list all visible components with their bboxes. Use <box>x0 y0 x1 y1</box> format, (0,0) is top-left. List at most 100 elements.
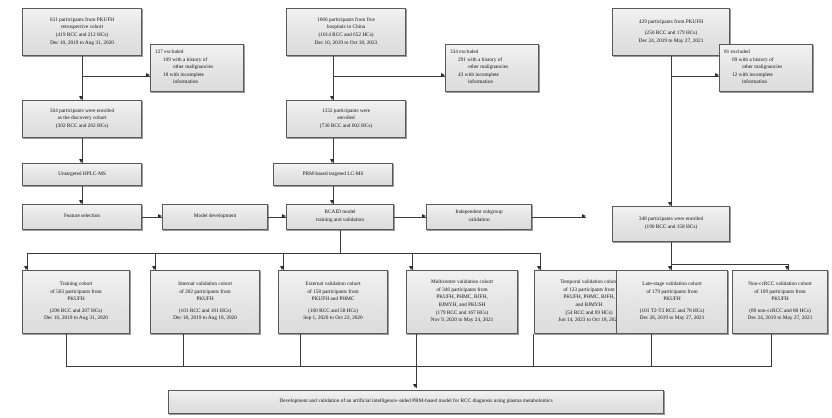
rcaid-model-box: RCAID model training and validation <box>286 204 394 230</box>
connector-subgroup-source-down <box>671 56 672 206</box>
arrow-validation-to-enrolled <box>330 96 335 100</box>
subgroup-source-line1: 429 participants from PKUFH <box>638 18 704 25</box>
arrow-validation-to-assay <box>330 159 335 163</box>
validation-source-line2: hospitals in China <box>326 24 366 31</box>
cohort-external-line2: of 158 participants from <box>307 288 359 295</box>
arrow-assay-to-feature <box>79 200 84 204</box>
cohort-nonccrcc-line1: Non-ccRCC validation cohort <box>748 281 812 288</box>
arrow-to-internal-cohort <box>152 266 157 270</box>
rcaid-model-line2: training and validation <box>316 217 364 223</box>
merge-stem-external <box>300 334 301 366</box>
bus1-drop-temporal <box>540 253 541 270</box>
bus1-drop-multicentre <box>412 253 413 270</box>
subgroup-source-line2: (250 RCC and 179 HCs) <box>644 30 698 37</box>
cohort-box-external-validation: External validation cohort of 158 partic… <box>278 270 388 334</box>
connector-discovery-to-excluded <box>82 76 150 77</box>
discovery-assay-box: Untargeted HPLC-MS <box>22 163 142 186</box>
validation-assay-box: PRM-based targeted LC-MS <box>273 163 393 186</box>
arrow-model-to-rcaid <box>282 214 286 219</box>
arrow-subgroup-excluded <box>715 73 719 78</box>
cohort-external-counts: (100 RCC and 58 HCs) <box>308 307 358 314</box>
cohort-multicentre-line2: of 346 participants from <box>436 286 488 293</box>
model-development-label: Model development <box>193 213 237 220</box>
arrow-discovery-to-assay <box>79 159 84 163</box>
cohort-latestage-line3: PKUFH <box>663 296 681 303</box>
bus1-drop-internal <box>155 253 156 270</box>
connector-subgroup-to-enrolled348 <box>532 217 586 218</box>
connector-rcaid-to-subgroup <box>394 217 426 218</box>
validation-enrolled-line1: 1332 participants were <box>321 107 371 114</box>
cohort-temporal-line1: Temporal validation cohort <box>560 279 618 286</box>
discovery-source-line4: Dec 10, 2019 to Aug 31, 2020 <box>50 39 114 46</box>
subgroup-excluded-line3: other malignancies <box>742 64 783 71</box>
merge-stem-multicentre <box>416 334 417 366</box>
cohort-training-dates: Dec 10, 2019 to Aug 31, 2020 <box>44 315 108 322</box>
cohort-external-line3: PKUFH and PHMC <box>311 296 355 303</box>
connector-discovery-enrolled-down <box>82 138 83 163</box>
cohort-nonccrcc-dates: Dec 24, 2019 to May 27, 2021 <box>747 315 813 322</box>
subgroup-source-line3: Dec 24, 2019 to May 27, 2021 <box>638 37 704 44</box>
cohort-latestage-line2: of 179 participants from <box>646 288 698 295</box>
feature-selection-box: Feature selection <box>22 204 142 230</box>
cohort-box-internal-validation: Internal validation cohort of 202 partic… <box>150 270 260 334</box>
arrow-assay-to-rcaid <box>330 200 335 204</box>
cohort-temporal-line2: of 123 participants from <box>563 286 615 293</box>
discovery-enrolled-line3: (302 RCC and 202 HCs) <box>55 122 109 129</box>
cohort-internal-counts: (101 RCC and 101 HCs) <box>178 307 232 314</box>
discovery-enrolled-line2: as the discovery cohort <box>57 115 107 122</box>
arrow-discovery-to-enrolled <box>79 96 84 100</box>
cohort-latestage-line1: Late-stage validation cohort <box>642 281 702 288</box>
validation-excluded-line1: 334 excluded <box>450 49 479 56</box>
discovery-assay-label: Untargeted HPLC-MS <box>58 170 106 177</box>
discovery-source-line2: retrospective cohort <box>60 24 104 31</box>
cohort-internal-line3: PKUFH <box>196 296 214 303</box>
cohort-multicentre-line4: BJMYH, and PKUSH <box>438 302 486 308</box>
subgroup-enrolled-box: 348 participants were enrolled (190 RCC … <box>612 206 730 242</box>
merge-stem-internal <box>183 334 184 366</box>
subgroup-excluded-line2: 69 with a history of <box>732 56 774 63</box>
subgroup-excluded-box: 81 excluded 69 with a history of other m… <box>719 44 813 92</box>
discovery-enrolled-line1: 504 participants were enrolled <box>49 107 115 114</box>
cohort-multicentre-counts: (179 RCC and 167 HCs) <box>435 309 489 316</box>
connector-assay-to-feature <box>82 186 83 204</box>
cohort-box-multicentre-validation: Multicentre validation cohort of 346 par… <box>406 270 518 334</box>
connector-subgroup-to-excluded <box>671 76 719 77</box>
conclusion-text: Development and validation of an artific… <box>279 398 553 405</box>
bus2-horizontal <box>671 264 788 265</box>
cohort-training-line2: of 503 participants from <box>50 288 102 295</box>
connector-validation-to-excluded <box>333 76 445 77</box>
arrow-to-temporal-cohort <box>537 266 542 270</box>
validation-enrolled-line2: enrolled <box>337 115 355 122</box>
merge-drop-to-conclusion <box>416 366 417 388</box>
cohort-internal-dates: Dec 18, 2019 to Aug 18, 2020 <box>173 315 237 322</box>
independent-subgroup-validation-box: Independent subgroup validation <box>426 204 532 230</box>
arrow-to-non-ccrcc-cohort <box>785 266 790 270</box>
merge-stem-latestage <box>651 334 652 366</box>
arrow-to-conclusion <box>413 384 418 388</box>
cohort-box-non-ccrcc-validation: Non-ccRCC validation cohort of 169 parti… <box>732 270 828 334</box>
connector-assay-to-rcaid <box>333 186 334 204</box>
validation-source-box: 1666 participants from five hospitals in… <box>286 8 406 56</box>
discovery-excluded-line2: 109 with a history of <box>163 56 208 63</box>
connector-validation-enrolled-down <box>333 138 334 163</box>
cohort-training-counts: (296 RCC and 207 HCs) <box>49 307 103 314</box>
subgroup-validation-line2: validation <box>468 217 490 223</box>
arrow-discovery-excluded <box>146 73 150 78</box>
subgroup-enrolled-line1: 348 participants were enrolled <box>638 216 704 223</box>
conclusion-box: Development and validation of an artific… <box>168 390 664 414</box>
bus1-stem <box>340 230 341 253</box>
discovery-excluded-line1: 127 excluded <box>155 49 184 56</box>
arrow-feature-to-model <box>158 214 162 219</box>
validation-excluded-box: 334 excluded 291 with a history of other… <box>445 44 539 92</box>
cohort-temporal-counts: (54 RCC and 69 HCs) <box>565 309 613 316</box>
connector-model-to-rcaid <box>268 217 286 218</box>
cohort-temporal-line4: and BJMYH <box>575 302 603 308</box>
discovery-source-line1: 631 participants from PKUFH <box>49 16 115 23</box>
bus1-drop-external <box>283 253 284 270</box>
validation-excluded-line5: information <box>468 79 494 86</box>
validation-source-line3: (1014 RCC and 652 HCs) <box>318 32 374 38</box>
discovery-source-line3: (419 RCC and 212 HCs) <box>55 32 109 38</box>
discovery-excluded-line4: 18 with incomplete <box>163 71 204 78</box>
rcaid-model-line1: RCAID model <box>324 209 356 216</box>
